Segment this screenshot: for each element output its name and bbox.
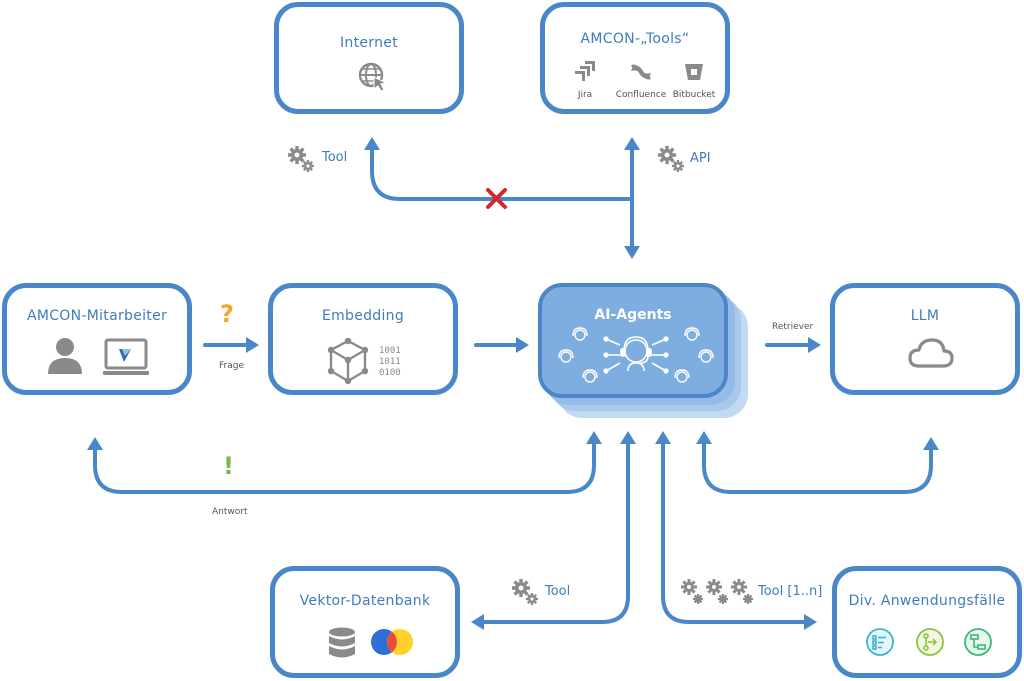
jira-icon — [575, 61, 595, 81]
cube-icon — [327, 338, 369, 384]
agents-network-icon — [558, 327, 714, 383]
binary-row: 1001 — [379, 346, 401, 356]
tools-title: AMCON-„Tools“ — [580, 31, 690, 47]
blocked-icon — [486, 188, 507, 209]
employee-node[interactable]: AMCON-Mitarbeiter — [2, 283, 192, 395]
vector-logo-icon — [371, 629, 413, 655]
frage-label: Frage — [219, 361, 244, 371]
gear-icon — [288, 146, 314, 172]
gear-icon — [512, 579, 538, 605]
tool-n-label: Tool [1..n] — [758, 584, 823, 599]
embedding-node[interactable]: Embedding 1001 1011 0100 — [268, 283, 458, 395]
bitbucket-icon — [685, 64, 703, 80]
binary-row: 1011 — [379, 357, 401, 367]
database-icon — [329, 627, 355, 658]
employee-title: AMCON-Mitarbeiter — [26, 308, 168, 324]
globe-cursor-icon — [358, 62, 388, 92]
api-label: API — [690, 151, 711, 166]
tool-internet-label: Tool — [322, 150, 348, 165]
embedding-title: Embedding — [321, 308, 405, 324]
tools-node[interactable]: AMCON-„Tools“ Jira Confluence Bitbucket — [540, 2, 730, 114]
cloud-icon — [908, 338, 954, 368]
tool-db-label: Tool — [545, 584, 571, 599]
gears-multiple-icon — [681, 579, 753, 604]
llm-title: LLM — [910, 308, 940, 324]
gear-icon — [658, 146, 684, 172]
hierarchy-icon — [964, 628, 992, 656]
edge-internet — [370, 144, 634, 201]
llm-node[interactable]: LLM — [830, 283, 1020, 395]
process-flow-icon — [916, 628, 944, 656]
agents-node[interactable]: AI-Agents — [538, 283, 728, 398]
internet-title: Internet — [340, 35, 398, 51]
jira-label: Jira — [577, 90, 593, 100]
question-mark: ? — [220, 300, 234, 328]
use-cases-title: Div. Anwendungsfälle — [848, 593, 1006, 609]
edge-tool-n — [661, 438, 810, 624]
agents-title: AI-Agents — [594, 307, 672, 323]
edge-antwort — [93, 438, 596, 494]
edge-tool-db — [478, 438, 630, 624]
exclamation-mark: ! — [223, 452, 234, 480]
use-cases-node[interactable]: Div. Anwendungsfälle — [832, 566, 1022, 678]
user-icon — [48, 338, 82, 374]
vector-db-node[interactable]: Vektor-Datenbank — [270, 566, 460, 678]
confluence-label: Confluence — [615, 90, 667, 100]
antwort-label: Antwort — [212, 507, 248, 517]
retriever-label: Retriever — [772, 322, 814, 332]
edge-llm — [702, 438, 933, 494]
internet-node[interactable]: Internet — [274, 2, 464, 114]
laptop-icon — [103, 338, 149, 375]
list-flow-icon — [866, 628, 894, 656]
vector-db-title: Vektor-Datenbank — [299, 593, 431, 609]
binary-row: 0100 — [379, 368, 401, 378]
binary-code: 1001 1011 0100 — [379, 346, 401, 379]
bitbucket-label: Bitbucket — [672, 90, 716, 100]
confluence-icon — [631, 64, 651, 80]
